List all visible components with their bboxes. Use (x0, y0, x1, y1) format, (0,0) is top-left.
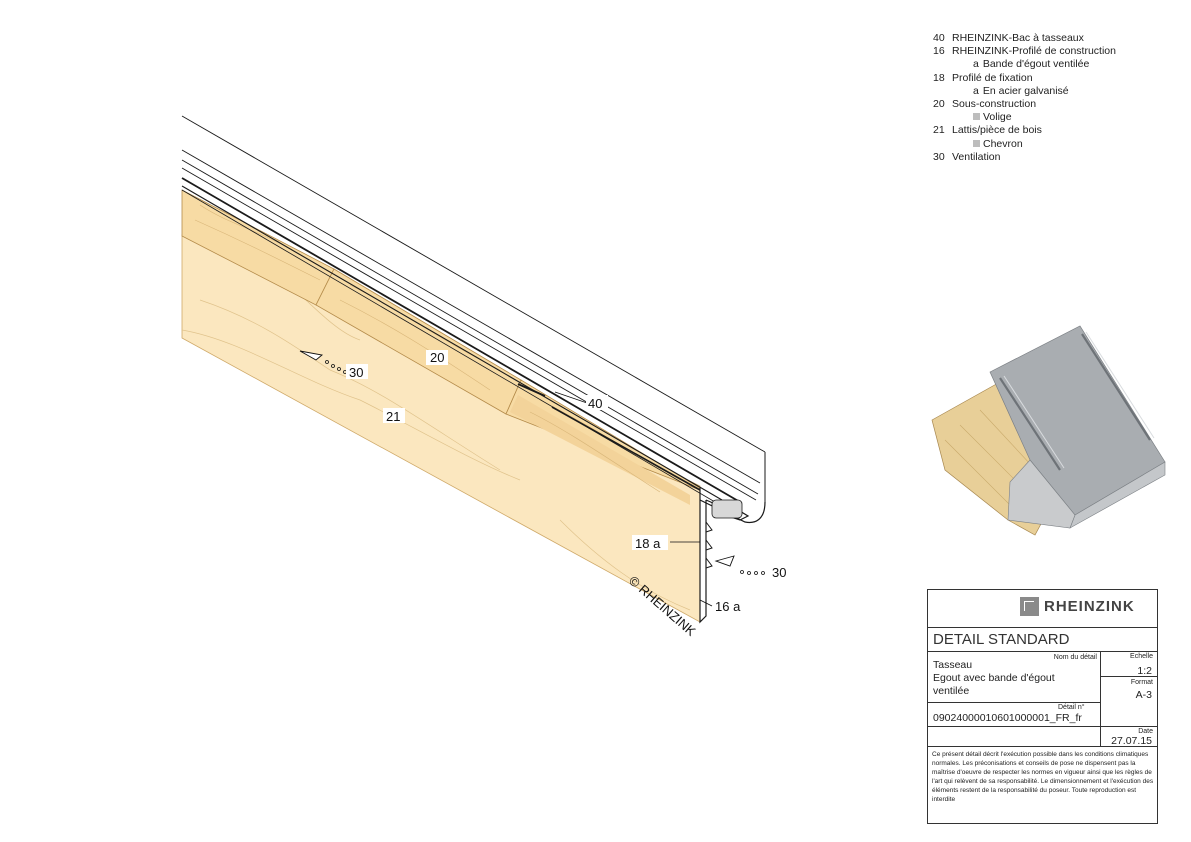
detail-name-line-1: Tasseau (933, 659, 973, 671)
detail-no-value: 09024000010601000001_FR_fr (933, 712, 1082, 724)
legend-subitem-label: En acier galvanisé (982, 84, 1069, 97)
legend-item-label: RHEINZINK-Profilé de construction (952, 45, 1116, 58)
callout-40: 40 (588, 396, 602, 411)
doc-type: DETAIL STANDARD (933, 631, 1070, 648)
title-block: RHEINZINK DETAIL STANDARD Nom du détail … (927, 589, 1158, 824)
legend-item-number: 18 (933, 71, 945, 84)
date-label: Date (1138, 728, 1153, 735)
legend-subitem-marker: a (973, 58, 979, 71)
date-value: 27.07.15 (1111, 735, 1152, 747)
legend-subitem-label: Volige (983, 111, 1012, 124)
callout-21: 21 (386, 409, 400, 424)
legend-item-number: 40 (933, 32, 945, 44)
nom-label: Nom du détail (1053, 654, 1097, 661)
leader-lines (554, 391, 713, 607)
legend-item: 21 Lattis/pièce de bois (933, 124, 1116, 137)
legend-item-label: Sous-construction (952, 98, 1037, 111)
detail-name-line-3: ventilée (933, 685, 970, 697)
legend-item: 20 Sous-construction (933, 98, 1116, 111)
disclaimer-text: Ce présent détail décrit l'exécution pos… (932, 751, 1154, 803)
brand-name: RHEINZINK (1044, 598, 1135, 615)
legend: 40 RHEINZINK-Bac à tasseaux 16 RHEINZINK-Pr… (933, 32, 1116, 164)
legend-subitem-label: Bande d'égout ventilée (982, 58, 1090, 71)
rheinzink-logo-icon (1020, 597, 1039, 616)
format-value: A-3 (1135, 689, 1152, 701)
callout-30-eave: 30 (772, 565, 786, 580)
legend-item-label: RHEINZINK-Bac à tasseaux (952, 32, 1084, 44)
legend-item-label: Profilé de fixation (952, 71, 1033, 84)
fixation-profile-18a (705, 499, 743, 569)
callout-16a: 16 a (715, 599, 741, 614)
legend-subitem: Chevron (933, 138, 1116, 151)
legend-item: 16 RHEINZINK-Profilé de construction (933, 45, 1116, 58)
zinc-standing-seam-40 (181, 115, 766, 524)
callout-20: 20 (430, 350, 444, 365)
legend-item-number: 21 (933, 124, 945, 137)
ventilation-arrow-30-right (714, 555, 765, 575)
detail-no-label: Détail n° (1058, 704, 1085, 711)
legend-item-number: 20 (933, 98, 945, 111)
legend-item-label: Ventilation (952, 150, 1001, 163)
format-label: Format (1130, 679, 1153, 686)
square-bullet-icon (973, 139, 980, 147)
rafter-chevron (181, 234, 701, 623)
legend-item-label: Lattis/pièce de bois (952, 124, 1042, 137)
legend-item: 30 Ventilation (933, 151, 1116, 164)
legend-subitem: Volige (933, 111, 1116, 124)
detail-name-line-2: Egout avec bande d'égout (933, 672, 1055, 684)
echelle-value: 1:2 (1137, 665, 1152, 677)
square-bullet-icon (973, 113, 980, 121)
callout-30-rafter: 30 (349, 365, 363, 380)
legend-item-number: 16 (933, 45, 945, 58)
callout-18a: 18 a (635, 536, 661, 551)
legend-subitem-marker: a (973, 84, 979, 97)
board-volige-3-face (510, 395, 690, 505)
legend-item: 18 Profilé de fixation (933, 72, 1116, 85)
preview-3d-thumbnail (931, 325, 1166, 536)
brand-logo: RHEINZINK (1020, 597, 1135, 616)
legend-item: 40 RHEINZINK-Bac à tasseaux (933, 32, 1116, 45)
legend-item-number: 30 (933, 150, 945, 163)
zinc-joint (517, 383, 701, 491)
echelle-label: Echelle (1130, 653, 1153, 660)
legend-subitem-label: Chevron (983, 137, 1023, 150)
